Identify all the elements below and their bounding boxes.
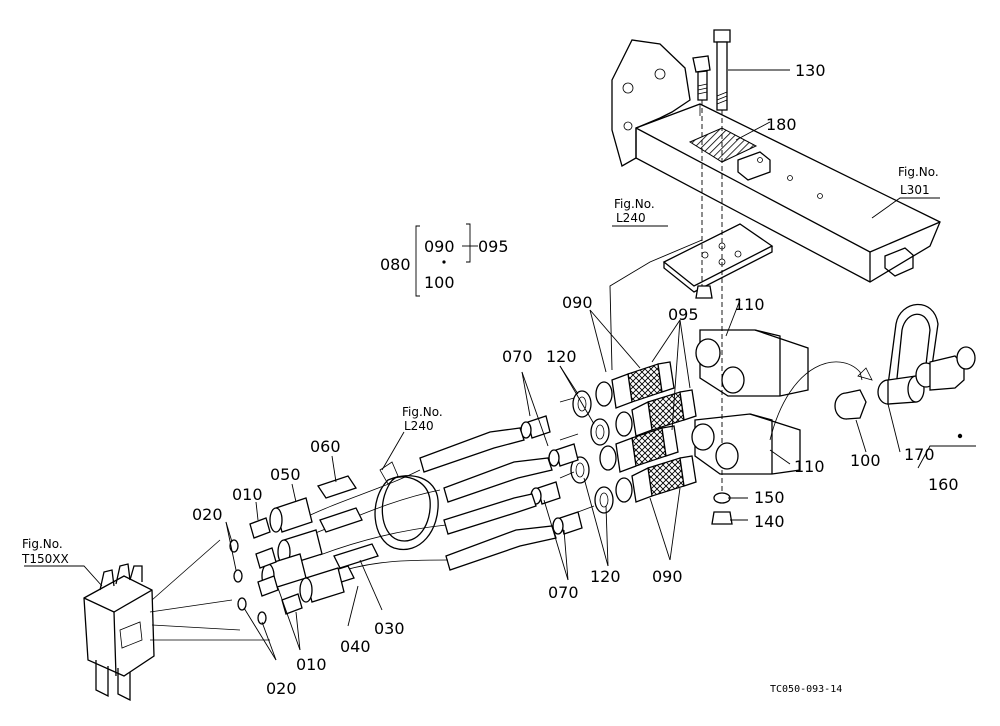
figure-references: Fig.No. L301 Fig.No. L240 Fig.No. L240 F… [21,165,939,566]
washer-150 [713,492,731,504]
label-060: 060 [310,437,341,456]
mounting-plate [662,223,774,293]
label-180: 180 [766,115,797,134]
label-050: 050 [270,465,301,484]
label-010-top: 010 [232,485,263,504]
label-070-top: 070 [502,347,533,366]
hoses-right [419,427,557,571]
frame-bracket [611,39,941,283]
fig-ref-l240-top: L240 [616,211,646,225]
dust-cap-100 [769,361,873,441]
label-080-090: 090 [424,237,455,256]
hose-clamp-band [374,461,439,551]
label-130: 130 [795,61,826,80]
label-100: 100 [850,451,881,470]
quick-coupler-090-set [595,361,697,503]
label-080: 080 [380,255,411,274]
label-090-bottom: 090 [652,567,683,586]
washers-120 [559,390,614,514]
label-070-bottom: 070 [548,583,579,602]
fig-ref-t150xx: T150XX [21,552,69,566]
coupler-holder-lower [691,413,801,475]
part-labels: 130 180 080 090 095 100 090 095 110 070 … [192,61,959,698]
label-110-bottom: 110 [794,457,825,476]
label-040: 040 [340,637,371,656]
fig-ref-l301: L301 [900,183,930,197]
fig-ref-t150xx-caption: Fig.No. [22,537,63,551]
label-010-bottom: 010 [296,655,327,674]
label-140: 140 [754,512,785,531]
label-080-100: 100 [424,273,455,292]
pad-180 [688,127,758,163]
leader-lines [24,69,976,661]
control-valve-block [83,539,270,702]
label-160: 160 [928,475,959,494]
fig-ref-l240-clamp: L240 [404,419,434,433]
label-080-095: 095 [478,237,509,256]
adapters-010 [249,517,303,615]
fig-ref-l301-caption: Fig.No. [898,165,939,179]
nut-140 [711,511,733,525]
fig-ref-l240-clamp-caption: Fig.No. [402,405,443,419]
label-120-top: 120 [546,347,577,366]
adapters-070 [520,415,583,535]
label-030: 030 [374,619,405,638]
nut-plate [695,285,713,299]
label-150: 150 [754,488,785,507]
drawing-code: TC050-093-14 [770,684,842,695]
bracket-080 [415,223,478,297]
label-095: 095 [668,305,699,324]
bolt-130 [692,29,731,111]
fig-ref-l240-top-caption: Fig.No. [614,197,655,211]
label-120-bottom: 120 [590,567,621,586]
couplers-050 [261,497,345,603]
coupler-holder-upper [695,329,809,397]
label-110-top: 110 [734,295,765,314]
o-rings-020 [229,539,267,625]
label-170: 170 [904,445,935,464]
shackle-170 [877,303,939,405]
label-020-top: 020 [192,505,223,524]
coupler-160 [915,346,976,439]
label-090-top: 090 [562,293,593,312]
label-020-bottom: 020 [266,679,297,698]
